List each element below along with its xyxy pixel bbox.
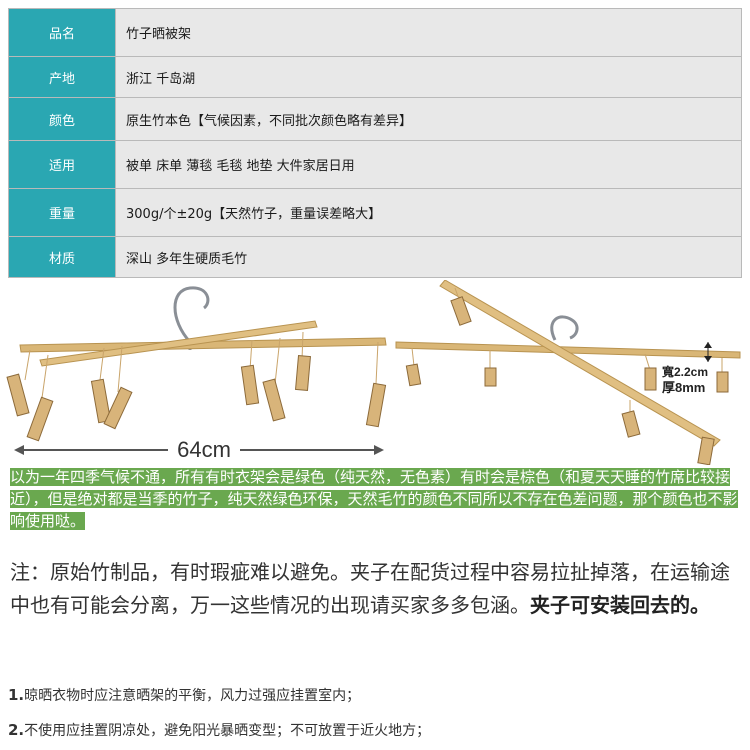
spec-row-color: 颜色 原生竹本色【气候因素，不同批次颜色略有差异】	[8, 97, 742, 141]
bamboo-bar	[395, 341, 741, 359]
spec-label: 适用	[8, 140, 116, 189]
spec-row-weight: 重量 300g/个±20g【天然竹子，重量误差略大】	[8, 188, 742, 237]
hanger-hook	[550, 315, 579, 341]
quality-note: 注：原始竹制品，有时瑕疵难以避免。夹子在配货过程中容易拉扯掉落，在运输途中也有可…	[10, 556, 740, 622]
hanger-photo-left: 64cm	[6, 286, 387, 463]
length-label: 64cm	[177, 437, 231, 462]
color-notice-banner: 以为一年四季气候不通，所有有时衣架会是绿色（纯天然，无色素）有时会是棕色（和夏天…	[10, 468, 738, 530]
bamboo-bar	[19, 337, 387, 353]
clothespins	[405, 296, 729, 465]
spec-label: 产地	[8, 56, 116, 98]
spec-row-usage: 适用 被单 床单 薄毯 毛毯 地垫 大件家居日用	[8, 140, 742, 189]
spec-value: 深山 多年生硬质毛竹	[115, 236, 742, 278]
spec-value: 浙江 千岛湖	[115, 56, 742, 98]
spec-value: 300g/个±20g【天然竹子，重量误差略大】	[115, 188, 742, 237]
spec-label: 重量	[8, 188, 116, 237]
spec-row-origin: 产地 浙江 千岛湖	[8, 56, 742, 98]
spec-row-material: 材质 深山 多年生硬质毛竹	[8, 236, 742, 278]
clothespins	[6, 355, 387, 442]
spec-row-name: 品名 竹子晒被架	[8, 8, 742, 57]
note-bold-text: 夹子可安装回去的。	[530, 593, 710, 617]
spec-value: 原生竹本色【气候因素，不同批次颜色略有差异】	[115, 97, 742, 141]
usage-tip-1: 1.晾晒衣物时应注意晒架的平衡，风力过强应挂置室内；	[8, 686, 361, 704]
product-photos: 64cm 寬2.2cm 厚8mm	[6, 280, 741, 465]
spec-label: 品名	[8, 8, 116, 57]
spec-value: 竹子晒被架	[115, 8, 742, 57]
spec-value: 被单 床单 薄毯 毛毯 地垫 大件家居日用	[115, 140, 742, 189]
usage-tip-2: 2.不使用应挂置阴凉处，避免阳光暴晒变型；不可放置于近火地方；	[8, 721, 431, 739]
thickness-label: 厚8mm	[662, 380, 705, 395]
note-text: 注：原始竹制品，有时瑕疵难以避免。夹子在配货过程中容易拉扯掉落，在运输途中也有可…	[10, 560, 730, 617]
spec-table: 品名 竹子晒被架 产地 浙江 千岛湖 颜色 原生竹本色【气候因素，不同批次颜色略…	[8, 8, 742, 278]
width-label: 寬2.2cm	[661, 364, 708, 379]
hanger-photo-right: 寬2.2cm 厚8mm	[395, 280, 741, 465]
bamboo-bar	[39, 320, 318, 367]
hanger-hook	[173, 286, 210, 344]
bamboo-bar	[439, 280, 721, 447]
spec-label: 材质	[8, 236, 116, 278]
spec-label: 颜色	[8, 97, 116, 141]
